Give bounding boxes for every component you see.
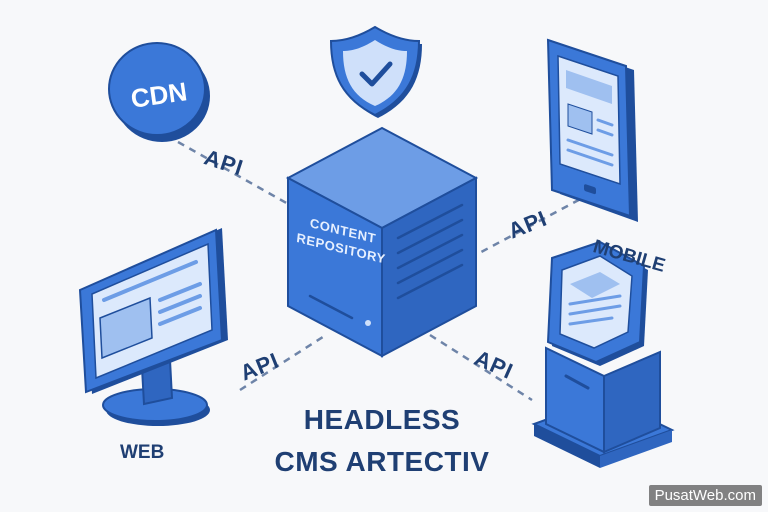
title-line-2: CMS ARTECTIV — [274, 446, 490, 477]
connector-repository-mobile — [469, 193, 589, 260]
server-icon — [285, 126, 479, 358]
connector-web-repository — [239, 333, 327, 392]
cdn-globe-icon — [108, 42, 210, 142]
desktop-monitor-icon — [78, 228, 228, 426]
connector-cdn-repository — [177, 140, 291, 207]
shield-check-icon — [329, 25, 422, 118]
watermark: PusatWeb.com — [648, 485, 762, 506]
kiosk-icon — [531, 240, 675, 468]
title-line-1: HEADLESS — [303, 404, 461, 435]
tablet-icon — [546, 38, 638, 222]
web-label: WEB — [120, 442, 165, 463]
